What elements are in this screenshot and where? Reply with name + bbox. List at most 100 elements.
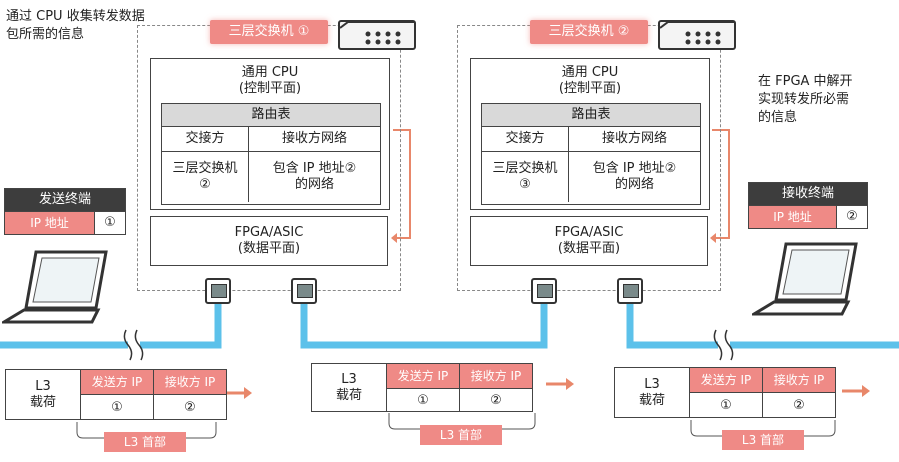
cpu-note-line2: 包所需的信息 — [6, 27, 85, 42]
switch-2-next-hop-line2: ③ — [519, 177, 531, 192]
receiver-card: 接收终端 IP 地址 ② — [748, 182, 868, 229]
cpu-fpga-arrowhead-2 — [710, 233, 716, 243]
packet-1-src-field: 发送方 IP ① — [81, 370, 153, 419]
fpga-note-line3: 的信息 — [758, 110, 798, 125]
switch-1-device-icon — [338, 20, 416, 50]
switch-2-dest-network-value: 包含 IP 地址② 的网络 — [569, 152, 700, 202]
receiver-ip-label: IP 地址 — [749, 206, 836, 228]
switch-1-next-hop-line1: 三层交换机 — [172, 161, 238, 176]
switch-1-label: 三层交换机 ① — [210, 20, 328, 44]
packet-3-src-field: 发送方 IP ① — [690, 368, 762, 417]
switch-2-dest-line2: 的网络 — [614, 177, 654, 192]
switch-1-cpu-title-line1: 通用 CPU — [241, 65, 299, 80]
forward-arrowhead-3 — [862, 385, 870, 397]
packet-1-src-num: ① — [111, 399, 123, 415]
switch-2-device-icon — [658, 20, 736, 50]
packet-2-dst-num: ② — [490, 392, 502, 408]
packet-2-payload-line1: L3 — [341, 371, 357, 387]
link-segment-right — [626, 300, 718, 349]
packet-2-dst-label: 接收方 IP — [460, 364, 532, 389]
switch-2-routing-table-title: 路由表 — [482, 104, 700, 127]
packet-1-payload: L3 载荷 — [6, 370, 81, 419]
break-mark-right — [713, 329, 723, 361]
switch-2-dest-line1: 包含 IP 地址② — [592, 161, 677, 176]
packet-2-src-label: 发送方 IP — [387, 364, 459, 389]
switch-1-routing-table-title: 路由表 — [162, 104, 380, 127]
laptop-icon — [752, 242, 858, 316]
packet-2-payload: L3 载荷 — [312, 364, 387, 411]
switch-1-routing-table: 路由表 交接方 接收方网络 三层交换机 ② 包含 IP 地址② 的网络 — [161, 103, 381, 205]
packet-1-dst-label: 接收方 IP — [154, 370, 226, 395]
packet-3-dst-field: 接收方 IP ② — [762, 368, 835, 417]
break-mark-left — [123, 329, 133, 361]
table-row: 三层交换机 ② 包含 IP 地址② 的网络 — [162, 152, 380, 202]
switch-2-col-dest-network: 接收方网络 — [601, 131, 667, 146]
packet-1: L3 载荷 发送方 IP ① 接收方 IP ② — [5, 369, 227, 420]
fpga-note-line1: 在 FPGA 中解开 — [758, 74, 853, 89]
switch-1-dest-line1: 包含 IP 地址② — [272, 161, 357, 176]
ethernet-port-icon — [617, 278, 643, 304]
break-mark-right-2 — [724, 329, 734, 361]
packet-1-dst-field: 接收方 IP ② — [153, 370, 226, 419]
switch-2-next-hop-value: 三层交换机 ③ — [482, 152, 569, 202]
ethernet-port-icon — [205, 278, 231, 304]
packet-1-src-label: 发送方 IP — [81, 370, 153, 395]
switch-1-col-next-hop: 交接方 — [162, 127, 249, 151]
switch-1-fpga-line1: FPGA/ASIC — [234, 225, 304, 240]
packet-3-dst-num: ② — [793, 397, 805, 413]
switch-1-fpga-box: FPGA/ASIC (数据平面) — [150, 216, 388, 266]
switch-2-fpga-line1: FPGA/ASIC — [554, 225, 624, 240]
packet-2-src-num: ① — [417, 392, 429, 408]
link-switch1-switch2 — [300, 300, 548, 349]
laptop-icon — [2, 250, 108, 324]
sender-ip-num: ① — [94, 212, 125, 234]
packet-3-dst-label: 接收方 IP — [763, 368, 835, 393]
table-row: 交接方 接收方网络 — [162, 127, 380, 152]
fpga-note: 在 FPGA 中解开 实现转发所必需 的信息 — [758, 73, 853, 127]
packet-1-payload-line2: 载荷 — [29, 394, 56, 410]
switch-2-cpu-title: 通用 CPU (控制平面) — [471, 65, 709, 97]
packet-3-src-num: ① — [720, 397, 732, 413]
packet-2-header-label: L3 首部 — [420, 425, 502, 445]
switch-1-next-hop-value: 三层交换机 ② — [162, 152, 249, 202]
switch-ports-icon — [659, 21, 734, 45]
break-mark-left-2 — [134, 329, 144, 361]
forward-arrowhead-1 — [244, 387, 252, 399]
cpu-note: 通过 CPU 收集转发数据 包所需的信息 — [6, 8, 145, 44]
sender-ip-label: IP 地址 — [5, 212, 94, 234]
link-segment-left-b — [140, 300, 222, 349]
switch-2-cpu-box: 通用 CPU (控制平面) 路由表 交接方 接收方网络 三层交换机 ③ 包含 I… — [470, 58, 710, 210]
switch-1-next-hop-line2: ② — [199, 177, 211, 192]
switch-ports-icon — [339, 21, 414, 45]
ethernet-port-icon — [291, 278, 317, 304]
cpu-fpga-arrowhead-1 — [391, 233, 397, 243]
sender-title: 发送终端 — [5, 189, 125, 211]
cpu-fpga-connector-1 — [393, 129, 411, 239]
receiver-ip-row: IP 地址 ② — [749, 205, 867, 228]
switch-1-cpu-box: 通用 CPU (控制平面) 路由表 交接方 接收方网络 三层交换机 ② 包含 I… — [150, 58, 390, 210]
switch-2-cpu-title-line1: 通用 CPU — [561, 65, 619, 80]
packet-2: L3 载荷 发送方 IP ① 接收方 IP ② — [311, 363, 533, 412]
switch-2-fpga-line2: (数据平面) — [557, 241, 621, 256]
table-row: 三层交换机 ③ 包含 IP 地址② 的网络 — [482, 152, 700, 202]
switch-1-fpga-line2: (数据平面) — [237, 241, 301, 256]
packet-2-payload-line2: 载荷 — [335, 387, 362, 403]
switch-2-cpu-title-line2: (控制平面) — [558, 81, 622, 96]
ethernet-port-icon — [531, 278, 557, 304]
table-row: 交接方 接收方网络 — [482, 127, 700, 152]
switch-2-fpga-box: FPGA/ASIC (数据平面) — [470, 216, 708, 266]
sender-ip-row: IP 地址 ① — [5, 211, 125, 234]
switch-1-cpu-title: 通用 CPU (控制平面) — [151, 65, 389, 97]
switch-1-dest-network-value: 包含 IP 地址② 的网络 — [249, 152, 380, 202]
packet-3-payload-line1: L3 — [644, 376, 660, 392]
switch-2-col-next-hop: 交接方 — [482, 127, 569, 151]
packet-2-src-field: 发送方 IP ① — [387, 364, 459, 411]
receiver-title: 接收终端 — [749, 183, 867, 205]
sender-card: 发送终端 IP 地址 ① — [4, 188, 126, 235]
packet-1-header-label: L3 首部 — [104, 432, 186, 452]
packet-3-payload: L3 载荷 — [615, 368, 690, 417]
packet-2-dst-field: 接收方 IP ② — [459, 364, 532, 411]
switch-2-routing-table: 路由表 交接方 接收方网络 三层交换机 ③ 包含 IP 地址② 的网络 — [481, 103, 701, 205]
packet-3: L3 载荷 发送方 IP ① 接收方 IP ② — [614, 367, 836, 418]
receiver-ip-num: ② — [836, 206, 867, 228]
